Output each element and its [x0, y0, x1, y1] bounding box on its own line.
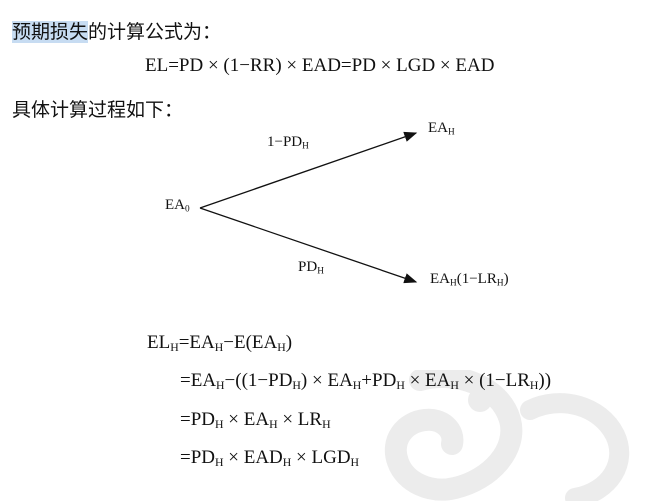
heading: 预期损失的计算公式为：: [12, 17, 221, 44]
diagram-start-node: EA0: [165, 197, 190, 215]
heading-rest: 的计算公式为：: [88, 21, 222, 43]
equation-line-1: ELH=EAH−E(EAH): [147, 332, 293, 354]
equation-line-4: =PDH × EADH × LGDH: [180, 447, 360, 469]
main-formula: EL=PD × (1−RR) × EAD=PD × LGD × EAD: [145, 55, 495, 76]
upper-branch-arrow: [199, 131, 418, 209]
diagram-upper-node: EAH: [428, 120, 455, 138]
branch-diagram: [199, 131, 418, 284]
diagram-lower-node: EAH(1−LRH): [430, 271, 509, 289]
equation-line-2: =EAH−((1−PDH) × EAH+PDH × EAH × (1−LRH)): [180, 370, 552, 392]
upper-branch-label: 1−PDH: [267, 134, 309, 152]
watermark-logo: [384, 370, 630, 501]
lower-branch-arrow: [199, 207, 418, 284]
lower-branch-label: PDH: [298, 259, 324, 277]
equation-line-3: =PDH × EAH × LRH: [180, 409, 331, 431]
heading-highlight: 预期损失: [12, 21, 89, 43]
process-label: 具体计算过程如下：: [12, 99, 184, 121]
